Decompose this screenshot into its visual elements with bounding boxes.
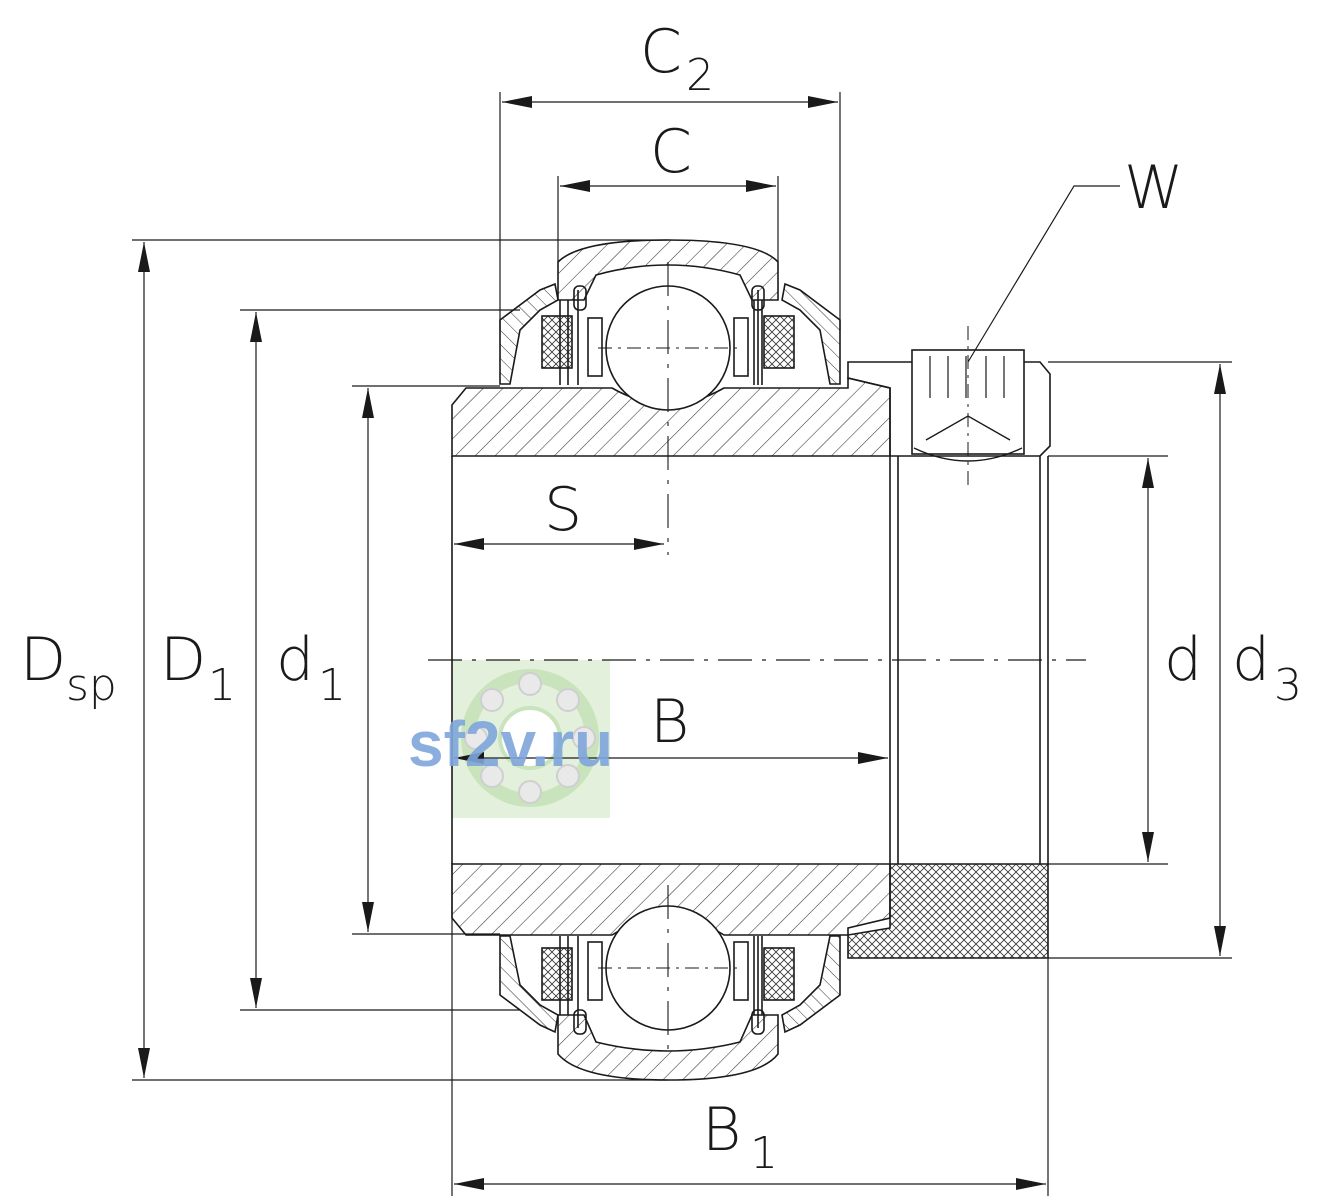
seal-top-left [499,282,559,385]
svg-text:3: 3 [1274,660,1302,711]
svg-text:d: d [1232,625,1270,695]
svg-text:D: D [160,625,206,695]
label-d3: d 3 [1232,625,1302,711]
label-d1-upper: D 1 [160,625,236,711]
seal-top-right [781,282,841,385]
seal-bottom-left [499,935,559,1034]
seal-pad-top-right [763,315,795,369]
seal-bottom-right [781,935,841,1034]
svg-text:B: B [702,1095,741,1165]
outer-ring-bottom [557,1014,779,1081]
seal-pad-top-left [541,315,573,369]
label-d1-lower: d 1 [276,625,346,711]
label-w: W [1124,153,1183,223]
svg-text:S: S [544,475,582,545]
svg-text:D: D [20,625,66,695]
svg-text:2: 2 [686,50,714,101]
label-s: S [544,475,582,545]
label-d: d [1164,625,1202,695]
label-c2: C 2 [640,17,714,101]
label-b: B [650,687,689,757]
svg-text:1: 1 [750,1128,778,1179]
svg-text:sp: sp [66,660,117,711]
svg-text:C: C [650,117,692,187]
svg-text:W: W [1124,153,1183,223]
outer-ring-top [557,239,779,301]
svg-text:d: d [1164,625,1202,695]
label-c: C [650,117,692,187]
leader-w [967,185,1120,363]
label-b1: B 1 [702,1095,778,1179]
svg-text:B: B [650,687,689,757]
label-dsp: D sp [20,625,117,711]
svg-text:d: d [276,625,314,695]
watermark-text: sf2v.ru [408,708,613,780]
svg-text:1: 1 [208,660,236,711]
svg-text:C: C [640,17,682,87]
svg-text:1: 1 [318,660,346,711]
